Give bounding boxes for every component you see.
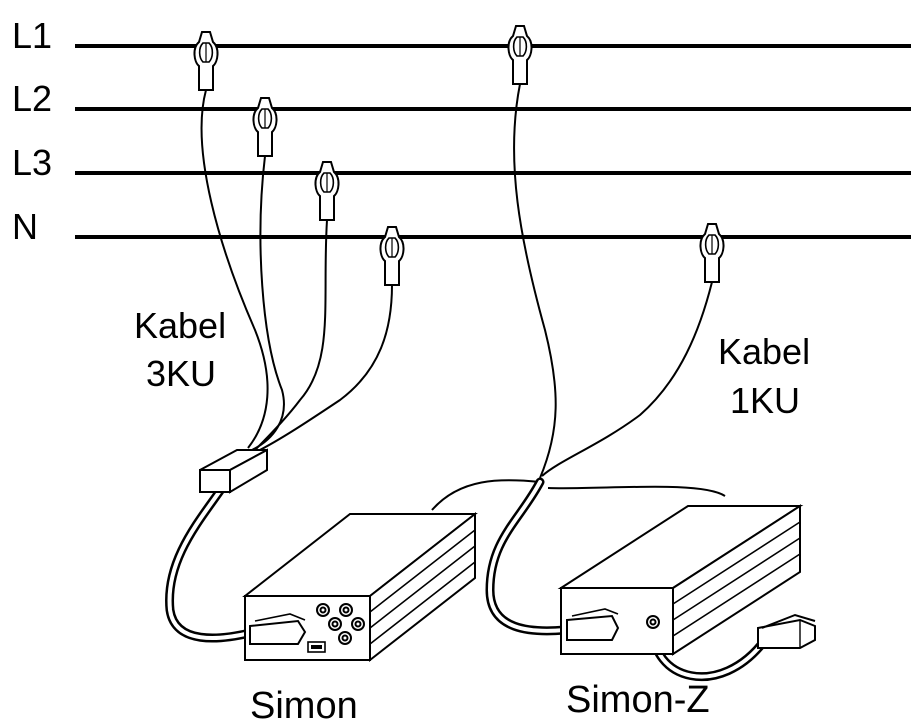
label-cable-3ku-line1: Kabel: [134, 305, 226, 346]
clamp-l3-icon: [314, 161, 340, 221]
label-l2: L2: [12, 78, 52, 119]
bus-lines: [75, 44, 911, 239]
clamp-n-1ku-icon: [699, 223, 725, 283]
clamp-l1-icon: [193, 31, 219, 91]
simon-device: [242, 511, 478, 663]
label-cable-3ku-line2: 3KU: [146, 353, 216, 394]
wires-3ku: [200, 89, 393, 453]
label-l1: L1: [12, 15, 52, 56]
wires-1ku: [431, 83, 726, 511]
clamp-l1-1ku-icon: [507, 25, 533, 85]
label-simon: Simon: [250, 685, 358, 724]
output-plug-icon: [757, 613, 816, 649]
clamp-l2-icon: [252, 97, 278, 157]
simon-z-device: [557, 504, 804, 656]
simon-z-connector-icon: [566, 614, 620, 641]
label-simon-z: Simon-Z: [566, 679, 710, 721]
junction-box: [199, 448, 268, 494]
simon-connector-icon: [249, 619, 307, 645]
cable-1ku-to-simon-z: [485, 477, 570, 636]
label-l3: L3: [12, 142, 52, 183]
cable-junction-to-simon: [165, 483, 255, 643]
label-n: N: [12, 206, 38, 247]
thick-cables: [165, 477, 770, 681]
label-cable-1ku-line2: 1KU: [730, 380, 800, 421]
label-cable-1ku-line1: Kabel: [718, 331, 810, 372]
